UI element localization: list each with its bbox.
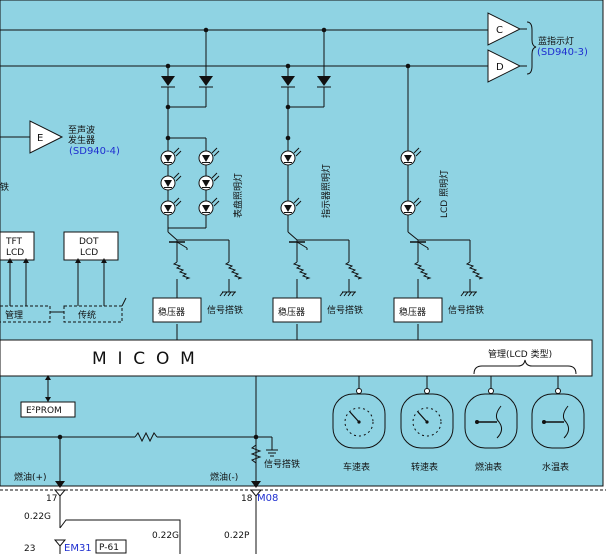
led-icon	[400, 197, 422, 216]
lamp-label: 蓝指示灯	[538, 35, 574, 47]
led-icon	[280, 197, 302, 216]
fuel-signal-ground: 信号搭铁	[264, 458, 300, 470]
gate-d-label: D	[496, 62, 504, 73]
wire-022p: 0.22P	[224, 531, 250, 541]
gauge-label: 燃油表	[475, 461, 502, 473]
gate-d-icon: D	[487, 49, 522, 83]
led-icon	[400, 147, 422, 166]
manage-label: 管理	[5, 309, 23, 321]
regulator-label: 稳压器	[278, 306, 305, 318]
gauge-icon: 转速表	[400, 376, 454, 473]
transfer-label: 传统	[78, 309, 96, 321]
driver-stage: 稳压器 信号搭铁	[272, 228, 363, 323]
gauge-label: 水温表	[542, 461, 569, 473]
dot-line1: DOT	[79, 237, 99, 247]
regulator-box	[393, 297, 443, 323]
signal-ground-label: 信号搭铁	[448, 304, 484, 316]
driver-stages: 稳压器 信号搭铁 稳压器 信号搭铁 稳压器 信号搭铁	[152, 228, 484, 323]
signal-ground-label: 信号搭铁	[327, 304, 363, 316]
group3-label: LCD 照明灯	[439, 170, 450, 218]
pin-18: 18	[241, 494, 253, 504]
tft-lcd-box	[0, 231, 35, 261]
buzzer-label-2: 发生器	[68, 134, 95, 146]
wire-022g-a: 0.22G	[24, 512, 51, 522]
regulator-label: 稳压器	[399, 306, 426, 318]
buzzer-label-1: 至声波	[68, 124, 95, 136]
gate-e-label: E	[37, 133, 43, 144]
group1-label: 表盘照明灯	[232, 173, 244, 218]
tft-line1: TFT	[5, 237, 23, 247]
led-array-3	[400, 147, 422, 216]
pin-17: 17	[46, 494, 57, 504]
micom-label: M I C O M	[92, 349, 195, 369]
regulator-label: 稳压器	[158, 306, 185, 318]
manage-lcd-label: 管理(LCD 类型)	[488, 348, 552, 360]
led-icon	[160, 197, 182, 216]
connector-p61-box	[95, 539, 127, 554]
dot-lcd-box	[63, 231, 119, 261]
gauge-label: 转速表	[411, 461, 438, 473]
eeprom-label: E²PROM	[26, 406, 62, 416]
pin-23: 23	[24, 544, 35, 554]
regulator-box	[272, 297, 322, 323]
gauge-icon: 车速表	[332, 376, 386, 473]
led-array-2	[280, 147, 302, 216]
connector-p61: P-61	[99, 543, 119, 553]
gauge-icon: 燃油表	[464, 376, 518, 473]
driver-stage: 稳压器 信号搭铁	[152, 228, 243, 323]
regulator-box	[152, 297, 202, 323]
wire-022g-b: 0.22G	[152, 531, 179, 541]
micom-block	[0, 339, 593, 377]
led-icon	[280, 147, 302, 166]
gauge-icon: 水温表	[531, 376, 585, 473]
gate-c-icon: C	[487, 12, 522, 46]
fuel-minus-label: 燃油(-)	[210, 471, 238, 483]
led-icon	[160, 172, 182, 191]
led-icon	[160, 147, 182, 166]
group2-label: 指示器照明灯	[320, 164, 332, 218]
signal-ground-label: 信号搭铁	[207, 304, 243, 316]
led-icon	[198, 172, 220, 191]
led-array-1	[160, 147, 220, 216]
gate-c-label: C	[496, 25, 503, 36]
led-icon	[198, 197, 220, 216]
eeprom-box	[20, 401, 76, 418]
dot-line2: LCD	[80, 248, 98, 258]
iron-fragment: 铁	[0, 181, 9, 193]
driver-stage: 稳压器 信号搭铁	[393, 228, 484, 323]
led-icon	[198, 147, 220, 166]
tft-line2: LCD	[6, 248, 24, 258]
connector-m08: M08	[257, 493, 278, 504]
gauge-label: 车速表	[343, 461, 370, 473]
connector-em31: EM31	[64, 543, 92, 554]
gauge-row: 车速表 转速表 燃油表 水温表	[332, 376, 585, 473]
fuel-plus-label: 燃油(+)	[14, 471, 47, 483]
lamp-ref: (SD940-3)	[537, 47, 588, 58]
buzzer-ref: (SD940-4)	[69, 146, 120, 157]
